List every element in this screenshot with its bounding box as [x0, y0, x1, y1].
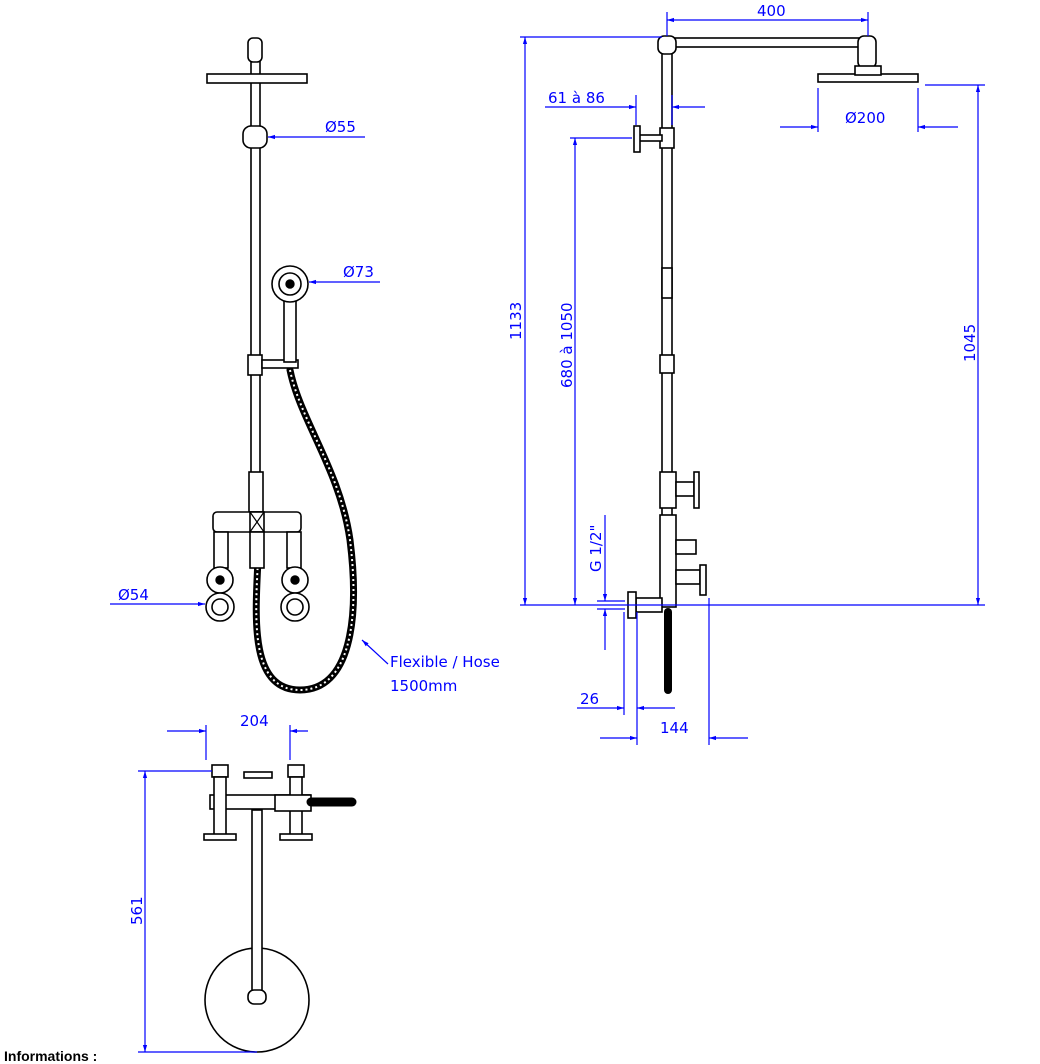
dim-arm-length: 400 — [757, 2, 786, 20]
side-dimensions: 400 Ø200 61 à 86 1133 680 à 1050 1045 G … — [507, 2, 985, 745]
top-dimensions: 204 561 — [128, 712, 308, 1053]
dim-total-height: 1133 — [507, 302, 525, 340]
column-top-cap — [247, 37, 263, 63]
side-view — [627, 35, 919, 694]
hand-shower-handle — [283, 299, 297, 363]
hose-length: 1500mm — [390, 677, 457, 695]
shower-head — [206, 73, 308, 84]
dim-wall-offset: 26 — [580, 690, 599, 708]
dim-top-depth: 561 — [128, 896, 146, 925]
dim-valve-diameter: Ø54 — [118, 586, 149, 604]
shower-arm — [669, 37, 865, 48]
dim-head-diameter: Ø200 — [845, 109, 885, 127]
top-view — [203, 764, 357, 1053]
hose-label: Flexible / Hose — [390, 653, 500, 671]
dim-hand-shower-diameter: Ø73 — [343, 263, 374, 281]
front-view — [205, 37, 357, 694]
dim-mount-diameter: Ø55 — [325, 118, 356, 136]
dim-mount-offset: 61 à 86 — [548, 89, 605, 107]
shower-column — [250, 59, 261, 481]
dim-top-width: 204 — [240, 712, 269, 730]
dim-projection: 144 — [660, 719, 689, 737]
dim-thread: G 1/2" — [587, 525, 605, 572]
slider — [247, 354, 263, 376]
front-dimensions: Ø55 Ø73 Ø54 Flexible / Hose 1500mm — [110, 118, 500, 695]
dim-bracket-height: 680 à 1050 — [558, 302, 576, 388]
dim-head-height: 1045 — [961, 324, 979, 362]
informations-label: Informations : — [4, 1048, 98, 1064]
wall-mount-bracket — [242, 125, 268, 149]
